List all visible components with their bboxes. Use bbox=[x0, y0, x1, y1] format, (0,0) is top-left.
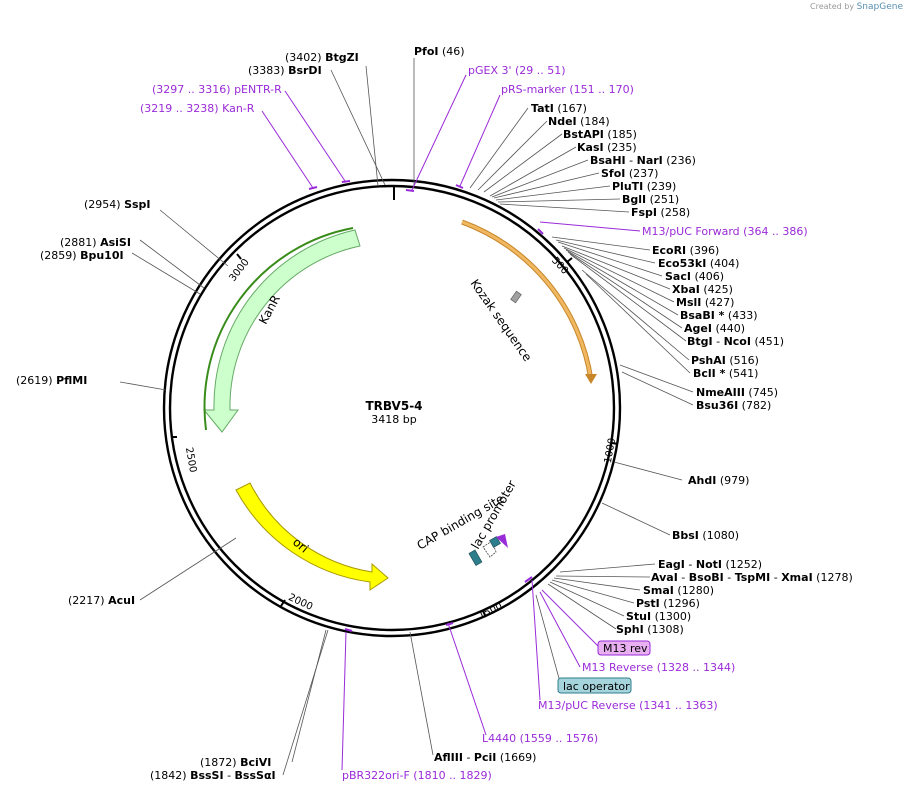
kozak-feature bbox=[510, 290, 522, 304]
tick-label-2500: 2500 bbox=[183, 446, 198, 473]
kozak-label: Kozak sequence bbox=[468, 277, 535, 364]
label-bgli: BglI (251) bbox=[622, 193, 679, 206]
label-bsu36i: Bsu36I (782) bbox=[696, 399, 771, 412]
label-prs: pRS-marker (151 .. 170) bbox=[501, 83, 634, 96]
site-labels: (3402) BtgZI (3383) BsrDI (3297 .. 3316)… bbox=[16, 45, 853, 782]
label-m13pucrev: M13/pUC Reverse (1341 .. 1363) bbox=[538, 699, 718, 712]
label-kasi: KasI (235) bbox=[577, 141, 637, 154]
lac-operator-feature bbox=[489, 536, 501, 548]
label-nmeaiii: NmeAIII (745) bbox=[696, 386, 778, 399]
label-asisi: (2881) AsiSI bbox=[60, 236, 131, 249]
lac-operator-box bbox=[557, 677, 632, 694]
tick-label-3000: 3000 bbox=[227, 257, 251, 284]
label-m13rev: M13 rev bbox=[603, 642, 648, 655]
label-pbr: pBR322ori-F (1810 .. 1829) bbox=[342, 769, 492, 782]
leader-lines bbox=[119, 58, 694, 776]
label-m13f: M13/pUC Forward (364 .. 386) bbox=[642, 225, 808, 238]
tick-label-1000: 1000 bbox=[603, 437, 618, 464]
backbone-inner bbox=[168, 184, 616, 632]
label-pshai: PshAI (516) bbox=[691, 354, 759, 367]
label-ahdi: AhdI (979) bbox=[688, 474, 749, 487]
watermark-prefix: Created by bbox=[810, 2, 855, 11]
label-eco53ki: Eco53kI (404) bbox=[658, 257, 739, 270]
label-bsssi: (1842) BssSI - BssSαI bbox=[150, 769, 276, 782]
label-tati: TatI (167) bbox=[531, 102, 587, 115]
label-pfoi: PfoI (46) bbox=[414, 45, 465, 58]
label-acui: (2217) AcuI bbox=[68, 594, 135, 607]
tick-marks bbox=[171, 253, 619, 618]
label-psti: PstI (1296) bbox=[636, 597, 700, 610]
tick-label-1500: 1500 bbox=[477, 601, 505, 622]
label-msli: MslI (427) bbox=[676, 296, 734, 309]
label-bcivi: (1872) BciVI bbox=[200, 756, 271, 769]
label-bsrdi: (3383) BsrDI bbox=[248, 64, 322, 77]
label-fspi: FspI (258) bbox=[631, 206, 690, 219]
kanr-feature bbox=[202, 229, 361, 433]
m13-rev-feature bbox=[496, 534, 508, 548]
label-pluti: PluTI (239) bbox=[612, 180, 676, 193]
label-stui: StuI (1300) bbox=[626, 610, 691, 623]
label-smai: SmaI (1280) bbox=[643, 584, 714, 597]
label-avai: AvaI - BsoBI - TspMI - XmaI (1278) bbox=[651, 571, 853, 584]
label-btgzi: (3402) BtgZI bbox=[285, 51, 359, 64]
label-bsahi: BsaHI - NarI (236) bbox=[590, 154, 696, 167]
label-sfoi: SfoI (237) bbox=[601, 167, 658, 180]
label-kanr-primer: (3219 .. 3238) Kan-R bbox=[140, 102, 255, 115]
label-bsabi: BsaBI * (433) bbox=[680, 309, 758, 322]
label-sphi: SphI (1308) bbox=[616, 623, 684, 636]
label-saci: SacI (406) bbox=[665, 270, 724, 283]
label-ndei: NdeI (184) bbox=[548, 115, 610, 128]
plasmid-size: 3418 bp bbox=[371, 413, 416, 426]
label-ecori: EcoRI (396) bbox=[652, 244, 719, 257]
m13-rev-box bbox=[597, 640, 651, 656]
kanr-edge bbox=[203, 227, 354, 431]
label-lacop: lac operator bbox=[563, 680, 630, 693]
cap-site-feature bbox=[468, 549, 483, 566]
label-eagi: EagI - NotI (1252) bbox=[658, 558, 762, 571]
orf-arc-fill bbox=[461, 220, 593, 381]
label-agei: AgeI (440) bbox=[684, 322, 745, 335]
backbone-outer bbox=[162, 178, 622, 638]
label-bstapi: BstAPI (185) bbox=[563, 128, 637, 141]
label-pentr: (3297 .. 3316) pENTR-R bbox=[152, 83, 282, 96]
label-pgex: pGEX 3' (29 .. 51) bbox=[468, 64, 566, 77]
label-bpu10i: (2859) Bpu10I bbox=[40, 249, 124, 262]
label-bbsi: BbsI (1080) bbox=[672, 529, 739, 542]
label-pflmi: (2619) PflMI bbox=[16, 374, 87, 387]
label-l4440: L4440 (1559 .. 1576) bbox=[482, 732, 598, 745]
label-m13reverse: M13 Reverse (1328 .. 1344) bbox=[582, 661, 735, 674]
label-afliii: AflIII - PciI (1669) bbox=[434, 751, 536, 764]
label-btgi: BtgI - NcoI (451) bbox=[687, 335, 784, 348]
tick-label-500: 500 bbox=[549, 255, 570, 277]
snapgene-watermark: Created by SnapGene bbox=[810, 2, 903, 12]
orf-arrowhead bbox=[585, 374, 597, 384]
ori-feature bbox=[235, 482, 389, 591]
label-sspi: (2954) SspI bbox=[84, 198, 151, 211]
plasmid-name: TRBV5-4 bbox=[365, 399, 422, 413]
snapgene-logo: SnapGene bbox=[856, 2, 903, 12]
label-xbai: XbaI (425) bbox=[672, 283, 733, 296]
label-bcli: BclI * (541) bbox=[693, 367, 758, 380]
